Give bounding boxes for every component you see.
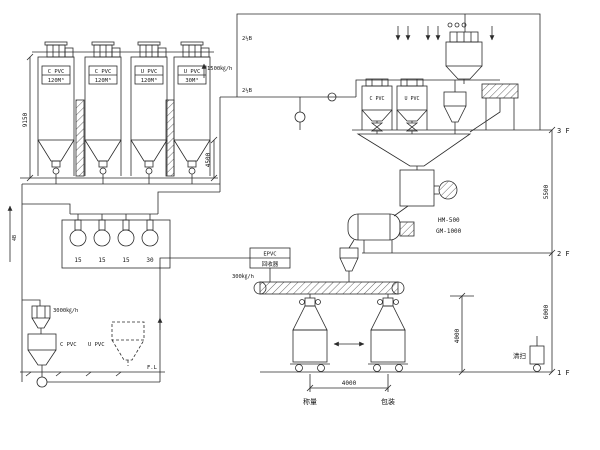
recovery-left-label: C PVC [60,342,77,348]
recovery-unit: 3000㎏/h C PVC U PVC F.L [20,257,250,388]
dimension-silo-right: 4500 [205,136,218,182]
cold-mixer [347,213,415,253]
cleaning-label: 清扫 [513,351,526,360]
silo-1-capacity: 120M³ [48,77,65,84]
station-right-label: 包装 [381,397,395,406]
recycler-label-1: EPVC [263,252,276,258]
silo-row-height-label: 9150 [22,112,29,127]
blower-3-rating: 15 [122,257,130,264]
blower-2-rating: 15 [98,257,106,264]
vacuum-pipe-size-label: 4B [12,235,18,241]
floor-level-mark: F.L [147,365,158,371]
silo-4: U PVC 30M³ [173,41,211,184]
hot-mixer-label: HM-500 [438,217,460,224]
exhaust-arrows [395,26,495,41]
conveyor-rate-label: 300㎏/h [232,273,254,281]
recycler-box: EPVC 回收器 [249,247,291,282]
dimension-station-height: 4000 [450,292,474,376]
silo-3: U PVC 120M³ [130,41,168,184]
recovery-right-label: U PVC [88,342,105,348]
station-height-label: 4000 [454,328,461,343]
silo-2-name: C PVC [95,69,112,75]
silo-ladder-1 [75,99,85,177]
f3-f2-dim-label: 5500 [543,184,550,199]
silo-2: C PVC 120M³ [84,41,122,184]
station-left-label: 称量 [303,397,317,406]
silo-3-capacity: 120M³ [141,77,158,84]
recovery-rate-label: 3000㎏/h [53,307,78,315]
floor-2-label: 2 F [557,250,570,258]
pipe-size-header-label: 2½B [242,87,253,94]
additive-cyclone [443,80,467,134]
pipe-size-riser-label: 2½B [242,35,253,42]
dimension-station-span: 4000 [306,374,392,392]
cold-mixer-label: GM-1000 [436,228,462,235]
silo-line-rate-label: 1500㎏/h [207,65,232,73]
day-bin-1: C PVC [361,78,393,134]
additive-feeder-box [469,83,519,133]
bagging-station-right: 包装 [368,294,408,406]
blower-1-rating: 15 [74,257,82,264]
dimension-silo-left: 9150 [22,53,34,182]
silo-4-name: U PVC [184,69,201,75]
hot-mixer [393,169,458,217]
feed-cyclone [339,247,359,282]
silo-4-capacity: 30M³ [185,77,198,84]
silo-ladder-2 [165,99,175,177]
day-bin-1-label: C PVC [369,96,384,102]
silo-3-name: U PVC [141,69,158,75]
recycler-label-2: 回收器 [262,260,279,268]
f2-f1-dim-label: 6000 [543,304,550,319]
day-bin-2: U PVC [396,78,428,134]
day-bin-2-label: U PVC [404,96,419,102]
floor-3-label: 3 F [557,127,570,135]
silo-2-capacity: 120M³ [95,77,112,84]
silo-cone-height-label: 4500 [205,152,212,167]
dust-collector [445,22,483,84]
pipe-network [7,13,541,382]
silo-1-name: C PVC [48,69,65,75]
floor-lines [260,126,556,376]
screw-conveyor [253,281,405,295]
blower-4-rating: 30 [146,257,154,264]
blower-station: 15 15 15 30 [22,191,220,269]
collecting-funnel [356,133,472,170]
cleaning-trolley: 清扫 [513,336,545,372]
silo-1: C PVC 120M³ [37,41,75,184]
floor-1-label: 1 F [557,369,570,377]
bagging-station-left: 称量 [290,294,330,406]
station-span-label: 4000 [342,380,357,387]
